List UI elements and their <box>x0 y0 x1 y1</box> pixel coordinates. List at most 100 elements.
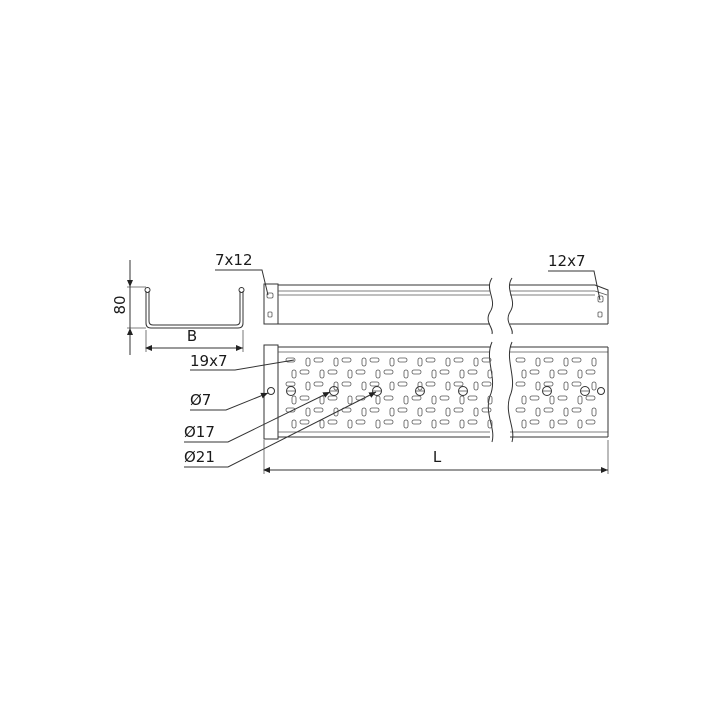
slot-hole <box>291 419 297 429</box>
slot-hole <box>355 419 366 425</box>
slot-hole <box>403 369 409 379</box>
slot-hole <box>305 381 311 391</box>
slot-hole <box>319 369 325 379</box>
slot-hole <box>453 381 464 387</box>
cross-section-profile <box>144 287 245 329</box>
slot-hole <box>327 369 338 375</box>
slot-hole <box>361 381 367 391</box>
slot-hole <box>299 369 310 375</box>
d7-callout: Ø7 <box>190 391 269 411</box>
hole-12x7-label: 12x7 <box>548 252 586 270</box>
slot-hole <box>397 357 408 363</box>
slot-hole <box>439 419 450 425</box>
slot-hole <box>361 407 367 417</box>
slot-hole <box>535 381 541 391</box>
slot-hole <box>291 395 297 405</box>
d17-callout: Ø17 <box>184 391 331 443</box>
slot-hole <box>375 419 381 429</box>
slot-hole <box>577 369 583 379</box>
slot-hole <box>403 395 409 405</box>
slot-hole <box>389 357 395 367</box>
slot-hole <box>515 381 526 387</box>
slot-hole <box>411 369 422 375</box>
slot-hole <box>571 381 582 387</box>
slot-hole <box>473 381 479 391</box>
slot-hole <box>313 357 324 363</box>
slot-hole <box>389 407 395 417</box>
slot-hole <box>383 369 394 375</box>
slot-hole <box>487 369 493 379</box>
slot-hole <box>459 369 465 379</box>
height-dimension: 80 <box>111 260 146 355</box>
slot-hole <box>389 381 395 391</box>
slot-hole <box>341 407 352 413</box>
slot-hole <box>445 381 451 391</box>
slot-hole <box>431 395 437 405</box>
d17-label: Ø17 <box>184 423 215 441</box>
slot-hole <box>445 357 451 367</box>
slot-hole <box>473 407 479 417</box>
slot-hole <box>411 395 422 401</box>
slot-hole <box>521 419 527 429</box>
hole-7x12-label: 7x12 <box>215 251 253 269</box>
perforation-pattern <box>285 357 597 429</box>
slot-hole <box>285 357 296 363</box>
slot-hole <box>355 369 366 375</box>
slot-hole <box>521 395 527 405</box>
slot-hole <box>425 381 436 387</box>
width-label: B <box>187 327 197 345</box>
slot-hole <box>417 381 423 391</box>
slot-hole <box>459 395 465 405</box>
slot-hole <box>549 419 555 429</box>
slot-hole <box>333 357 339 367</box>
slot-hole <box>557 419 568 425</box>
length-label: L <box>433 448 442 466</box>
slot-hole <box>543 407 554 413</box>
slot-hole <box>585 419 596 425</box>
slot-hole <box>347 419 353 429</box>
hole-12x7-callout: 12x7 <box>548 252 601 301</box>
slot-hole <box>557 369 568 375</box>
slot-hole <box>563 407 569 417</box>
length-dimension: L <box>263 440 609 474</box>
slot-hole <box>521 369 527 379</box>
slot-hole <box>383 419 394 425</box>
side-view <box>263 277 609 335</box>
d7-label: Ø7 <box>190 391 211 409</box>
slot-hole <box>439 369 450 375</box>
slot-hole <box>361 357 367 367</box>
slot-hole <box>591 357 597 367</box>
slot-hole <box>425 407 436 413</box>
slot-hole <box>543 357 554 363</box>
slot-hole <box>543 381 554 387</box>
slot-hole <box>467 395 478 401</box>
slot-hole <box>585 395 596 401</box>
hole-7x12-callout: 7x12 <box>215 251 269 296</box>
slot-hole <box>549 395 555 405</box>
slot-hole <box>403 419 409 429</box>
slot-hole <box>333 407 339 417</box>
d21-callout: Ø21 <box>184 391 377 468</box>
slot-hole <box>319 419 325 429</box>
slot-hole <box>535 357 541 367</box>
slot-hole <box>347 369 353 379</box>
slot-hole <box>369 407 380 413</box>
plan-view <box>263 341 609 443</box>
slot-hole <box>549 369 555 379</box>
bolt-hole-left <box>267 387 275 395</box>
slot-hole <box>453 357 464 363</box>
slot-hole <box>467 369 478 375</box>
slot-hole <box>431 369 437 379</box>
slot-hole <box>453 407 464 413</box>
slot-hole <box>481 407 492 413</box>
slot-hole <box>291 369 297 379</box>
slot-hole <box>563 357 569 367</box>
slot-hole <box>529 395 540 401</box>
slot-hole <box>467 419 478 425</box>
slot-hole <box>591 381 597 391</box>
slot-hole <box>563 381 569 391</box>
slot-hole <box>515 357 526 363</box>
slot-hole <box>535 407 541 417</box>
slot-19x7-callout: 19x7 <box>190 352 295 371</box>
